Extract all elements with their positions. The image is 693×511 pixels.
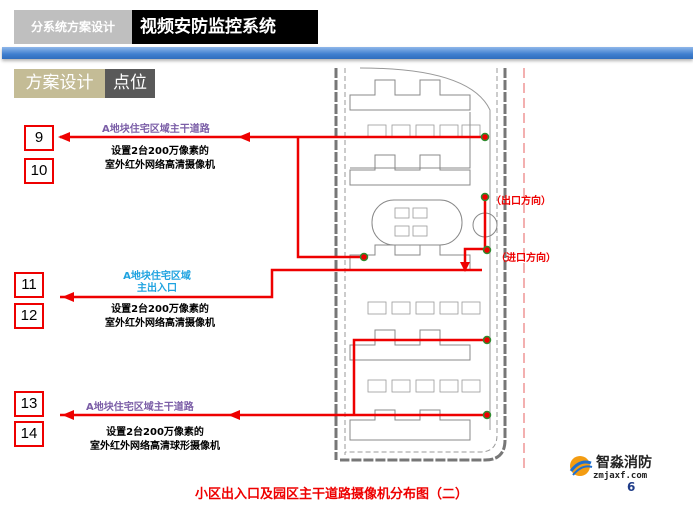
camera-marker [482, 245, 492, 255]
camera-markers [359, 132, 492, 420]
camera-number-box: 10 [24, 158, 54, 184]
company-logo-icon [569, 456, 593, 476]
description-line: 设置2台200万像素的 [111, 304, 209, 315]
area-label: A地块住宅区域主干道路 [102, 124, 210, 135]
figure-caption: 小区出入口及园区主干道路摄像机分布图（二） [195, 487, 469, 502]
camera-description: 设置2台200万像素的 室外红外网络高清摄像机 [90, 303, 230, 331]
description-line: 室外红外网络高清摄像机 [105, 160, 215, 171]
description-line: 设置2台200万像素的 [111, 146, 209, 157]
company-url: zmjaxf.com [593, 471, 648, 481]
camera-description: 设置2台200万像素的 室外红外网络高清摄像机 [90, 145, 230, 173]
camera-number-box: 14 [14, 421, 44, 447]
camera-number-box: 12 [14, 303, 44, 329]
camera-number-box: 11 [14, 272, 44, 298]
label-line: A地块住宅区域 [123, 271, 191, 282]
camera-marker [359, 252, 369, 262]
subsection-tag: 点位 [105, 69, 155, 98]
parking-rows [367, 124, 481, 393]
camera-connection-lines [60, 135, 487, 417]
area-label: A地块住宅区域主干道路 [86, 402, 194, 413]
subsection-label: 方案设计 [14, 69, 105, 98]
header-divider [2, 47, 693, 59]
arrowheads [58, 132, 470, 420]
company-name: 智淼消防 [596, 455, 652, 471]
page-number: 6 [627, 480, 636, 494]
description-line: 室外红外网络高清球形摄像机 [90, 441, 220, 452]
label-line: 主出入口 [137, 283, 177, 294]
description-line: 室外红外网络高清摄像机 [105, 318, 215, 329]
camera-marker [480, 192, 490, 202]
section-label: 分系统方案设计 [14, 10, 132, 44]
camera-marker [482, 410, 492, 420]
page-title: 视频安防监控系统 [132, 10, 318, 44]
area-label: A地块住宅区域 主出入口 [112, 271, 202, 295]
camera-number-box: 13 [14, 391, 44, 417]
camera-marker [482, 335, 492, 345]
exit-direction-label: （出口方向） [491, 196, 551, 207]
camera-description: 设置2台200万像素的 室外红外网络高清球形摄像机 [75, 426, 235, 454]
camera-number-box: 9 [24, 125, 54, 151]
entry-direction-label: （进口方向） [496, 253, 556, 264]
description-line: 设置2台200万像素的 [106, 427, 204, 438]
camera-marker [480, 132, 490, 142]
